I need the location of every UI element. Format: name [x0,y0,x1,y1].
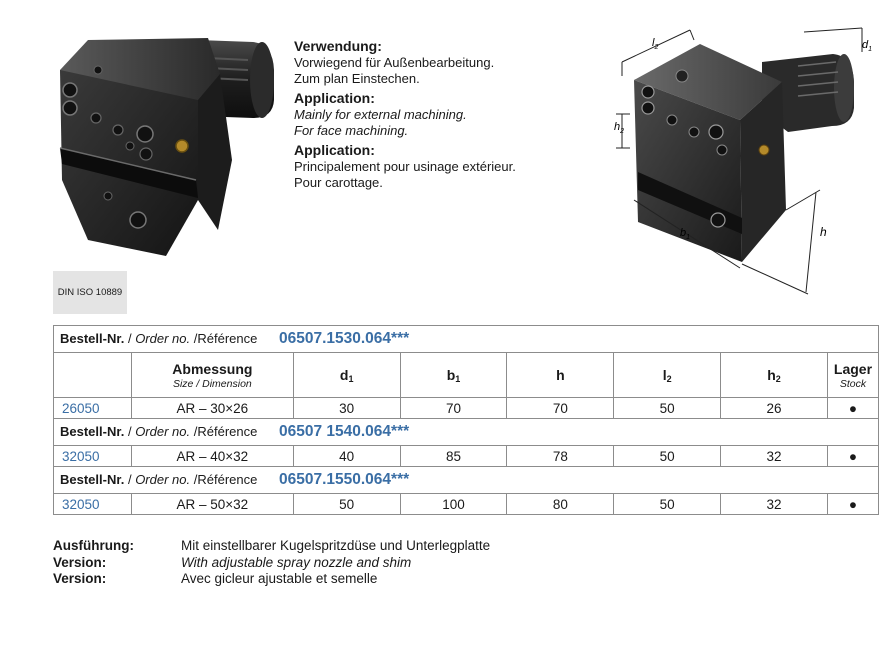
version-block: Ausführung: Mit einstellbarer Kugelsprit… [53,538,490,588]
cell-b1: 70 [399,397,508,419]
cell-l2: 50 [613,445,722,467]
version-fr-value: Avec gicleur ajustable et semelle [181,571,378,586]
cell-d1: 40 [292,445,401,467]
cell-size: AR – 40×32 [130,445,294,467]
header-b1: b1 [399,352,508,398]
table-row: 26050 AR – 30×26 30 70 70 50 26 ● [53,397,880,419]
usage-fr-line1: Principalement pour usinage extérieur. [294,159,516,174]
cell-h: 80 [506,493,615,515]
order-ref-row: Bestell-Nr. / Order no. /Référence 06507… [53,418,879,446]
order-ref-row: Bestell-Nr. / Order no. /Référence 06507… [53,466,879,494]
item-number[interactable]: 26050 [53,397,132,419]
usage-en-title: Application: [294,90,375,106]
cell-l2: 50 [613,397,722,419]
cell-b1: 85 [399,445,508,467]
version-en-key: Version: [53,554,107,570]
version-de-key: Ausführung: [53,538,134,553]
dim-h2: h2 [614,121,624,135]
header-l2: l2 [613,352,722,398]
cell-d1: 30 [292,397,401,419]
version-fr-key: Version: [53,571,107,586]
dim-h: h [820,225,827,239]
usage-en-line2: For face machining. [294,123,409,138]
table-row: 32050 AR – 50×32 50 100 80 50 32 ● [53,493,880,515]
order-code: 06507 1540.064*** [278,423,410,440]
order-ref-row: Bestell-Nr. / Order no. /Référence 06507… [53,325,879,353]
dim-d1: d1 [862,39,872,53]
header-h: h [506,352,615,398]
usage-block: Verwendung: Vorwiegend für Außenbearbeit… [294,38,516,191]
version-en-value: With adjustable spray nozzle and shim [181,554,412,570]
cell-h2: 32 [720,445,828,467]
header-h2: h2 [720,352,828,398]
ref-label-en: Order no. [135,331,191,346]
usage-de-line1: Vorwiegend für Außenbearbeitung. [294,55,495,70]
dim-b1: b1 [680,227,690,241]
cell-h: 78 [506,445,615,467]
cell-h: 70 [506,397,615,419]
item-number[interactable]: 32050 [53,493,132,515]
usage-de-line2: Zum plan Einstechen. [294,71,420,86]
cell-b1: 100 [399,493,508,515]
ref-label-de: Bestell-Nr. [60,331,125,346]
cell-stock: ● [826,445,880,467]
header-empty [53,352,132,398]
cell-h2: 26 [720,397,828,419]
table-row: 32050 AR – 40×32 40 85 78 50 32 ● [53,445,880,467]
dim-l2: l2 [652,37,658,51]
dimension-diagram: l2 d1 h2 b1 h [614,27,872,295]
cell-stock: ● [826,397,880,419]
cell-size: AR – 50×32 [130,493,294,515]
spec-table: Bestell-Nr. / Order no. /Référence 06507… [53,325,880,515]
usage-de-title: Verwendung: [294,38,382,54]
order-code: 06507.1530.064*** [278,330,410,347]
order-code: 06507.1550.064*** [278,471,410,488]
product-photo [59,38,274,256]
header-d1: d1 [292,352,401,398]
cell-stock: ● [826,493,880,515]
usage-fr-title: Application: [294,142,375,158]
ref-label-fr: Référence [197,331,258,346]
cell-d1: 50 [292,493,401,515]
cell-h2: 32 [720,493,828,515]
usage-en-line1: Mainly for external machining. [294,107,467,122]
cell-l2: 50 [613,493,722,515]
version-de-value: Mit einstellbarer Kugelspritzdüse und Un… [181,538,491,553]
usage-fr-line2: Pour carottage. [294,175,383,190]
din-iso-label: DIN ISO 10889 [53,271,127,314]
item-number[interactable]: 32050 [53,445,132,467]
cell-size: AR – 30×26 [130,397,294,419]
